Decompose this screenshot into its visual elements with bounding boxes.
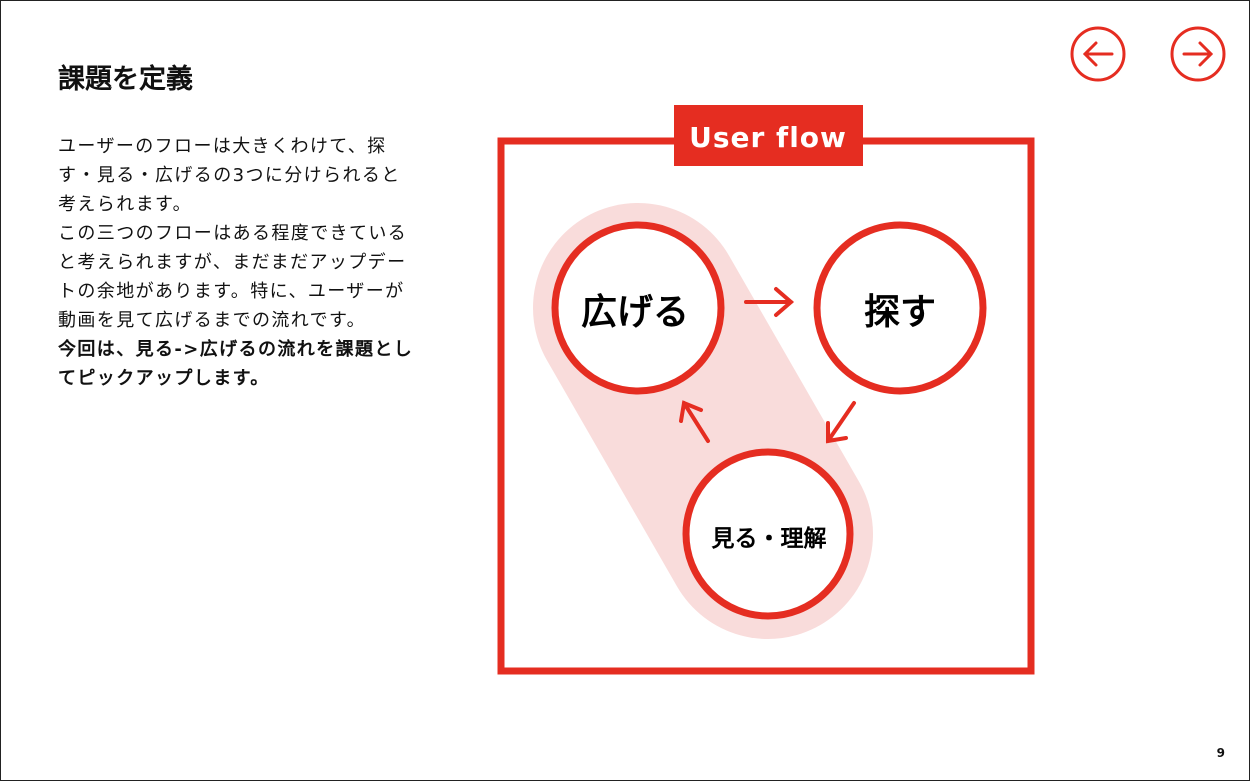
page-number: 9 [1216, 746, 1225, 760]
description-line: 動画を見て広げるまでの流れです。 [58, 310, 367, 331]
description-line: 考えられます。 [58, 194, 192, 215]
description-line: この三つのフローはある程度できている [58, 223, 408, 244]
description-line: ユーザーのフローは大きくわけて、探 [58, 136, 387, 157]
next-button[interactable] [1170, 26, 1226, 82]
node-view-label: 見る・理解 [712, 525, 827, 552]
node-view [682, 448, 854, 620]
arrow-right-icon [744, 287, 795, 317]
page-title: 課題を定義 [58, 64, 193, 95]
description-line: と考えられますが、まだまだアップデー [58, 252, 407, 273]
diagram-label: User flow [689, 121, 847, 154]
arrow-down-left-icon [826, 401, 856, 444]
highlight-line: てピックアップします。 [58, 368, 270, 389]
node-spread [551, 221, 725, 395]
highlight-line: 今回は、見る->広げるの流れを課題とし [58, 339, 414, 360]
description-line: す・見る・広げるの3つに分けられると [58, 165, 401, 186]
node-spread-label: 広げる [581, 292, 689, 333]
description-line: トの余地があります。特に、ユーザーが [58, 281, 405, 302]
description: ユーザーのフローは大きくわけて、探 す・見る・広げるの3つに分けられると 考えら… [58, 132, 413, 393]
arrow-right-icon [1170, 26, 1226, 82]
arrow-up-left-icon [679, 400, 710, 443]
node-search-label: 探す [864, 292, 936, 333]
node-search [813, 221, 987, 395]
arrow-left-icon [1070, 26, 1126, 82]
prev-button[interactable] [1070, 26, 1126, 82]
label-box [674, 105, 863, 166]
